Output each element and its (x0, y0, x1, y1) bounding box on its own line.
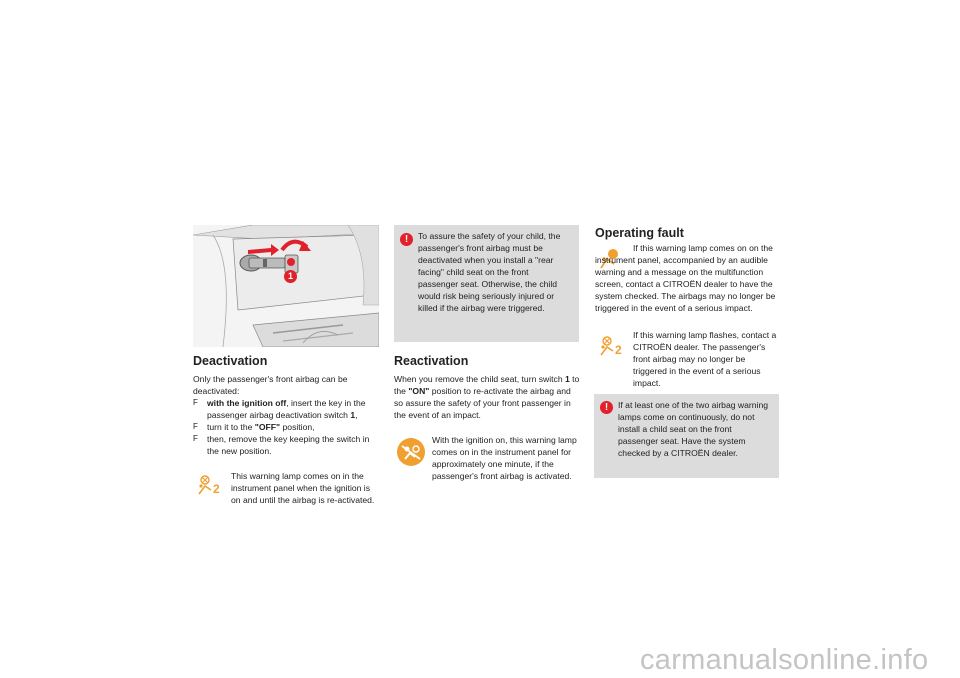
bullet-2-text: turn it to the "OFF" position, (207, 422, 315, 432)
bullet-3-text: then, remove the key keeping the switch … (207, 434, 370, 456)
warning-box-text: To assure the safety of your child, the … (418, 231, 561, 313)
airbag-fault-icon (598, 248, 624, 270)
operating-fault-para2: If this warning lamp flashes, contact a … (633, 330, 777, 388)
reactivation-body: When you remove the child seat, turn swi… (394, 374, 580, 420)
exclamation-icon: ! (600, 401, 613, 414)
bullet-mark: F (193, 398, 198, 407)
deactivation-lamp-text: This warning lamp comes on in the instru… (231, 471, 375, 505)
callout-1: 1 (284, 270, 297, 283)
watermark: carmanualsonline.info (640, 644, 929, 676)
exclamation-icon: ! (400, 233, 413, 246)
deactivation-heading: Deactivation (193, 354, 268, 368)
fault-warning-text: If at least one of the two airbag warnin… (618, 400, 769, 458)
operating-fault-para1: If this warning lamp comes on on the ins… (595, 243, 776, 313)
reactivation-lamp-text: With the ignition on, this warning lamp … (432, 435, 577, 481)
icon-badge: 2 (213, 482, 220, 496)
bullet-1-text: with the ignition off, insert the key in… (207, 398, 366, 420)
bullet-1: F with the ignition off, insert the key … (193, 397, 379, 421)
dashboard-photo: 1 (193, 225, 379, 347)
bullet-mark: F (193, 434, 198, 443)
switch-illustration (193, 225, 379, 347)
airbag-off-icon: 2 (197, 474, 223, 496)
bullet-3: F then, remove the key keeping the switc… (193, 433, 379, 457)
deactivation-intro: Only the passenger's front airbag can be… (193, 374, 348, 396)
deactivation-body: Only the passenger's front airbag can be… (193, 373, 379, 457)
bullet-mark: F (193, 422, 198, 431)
fault-warning-box: ! If at least one of the two airbag warn… (594, 394, 779, 478)
icon-badge: 2 (615, 343, 622, 357)
airbag-on-icon (396, 437, 426, 467)
operating-fault-heading: Operating fault (595, 226, 684, 240)
airbag-off-icon: 2 (599, 335, 625, 357)
reactivation-heading: Reactivation (394, 354, 469, 368)
bullet-2: F turn it to the "OFF" position, (193, 421, 379, 433)
warning-box: ! To assure the safety of your child, th… (394, 225, 579, 342)
